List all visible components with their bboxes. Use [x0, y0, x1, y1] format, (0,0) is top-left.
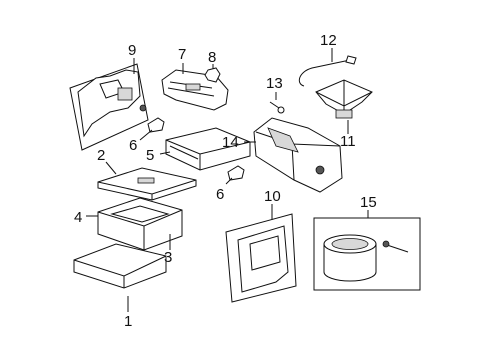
rear-sill-plate-group	[161, 63, 229, 111]
callout-6a: 6	[129, 137, 137, 154]
floor-cover-edges	[165, 139, 251, 170]
scissor-jack-base	[335, 109, 353, 119]
lug-wrench	[298, 59, 351, 87]
trunk-floor-panel	[73, 243, 167, 289]
trunk-board-handle	[137, 177, 155, 184]
side-trim-lamp	[117, 87, 133, 101]
jack-housing-cavity	[267, 127, 299, 153]
trunk-board	[97, 167, 197, 201]
side-trim-clip	[139, 104, 147, 112]
clip-group	[204, 64, 221, 83]
tie-down-bolt-group	[269, 92, 285, 114]
callout-13: 13	[266, 75, 283, 92]
storage-tray	[97, 197, 183, 251]
sealant-kit-box	[313, 217, 421, 291]
callout-10: 10	[264, 188, 281, 205]
trunk-board-group	[97, 161, 197, 201]
callout-4: 4	[74, 209, 82, 226]
callout-11: 11	[340, 133, 356, 150]
jack-housing-group	[244, 117, 343, 193]
trunk-floor-edges	[73, 255, 167, 288]
trunk-board-edges	[97, 179, 197, 200]
callout-2: 2	[97, 147, 105, 164]
callout-3: 3	[164, 249, 172, 266]
storage-tray-well	[110, 205, 170, 223]
floor-cover-group	[159, 127, 251, 171]
leader-5	[159, 151, 171, 155]
floor-cover-board	[165, 127, 251, 171]
sealant-bottle-body	[323, 244, 377, 282]
callout-14: 14	[222, 134, 239, 151]
hook-left-body	[147, 117, 165, 133]
leader-6a	[139, 129, 153, 141]
trunk-floor-group	[73, 243, 167, 312]
side-panel	[237, 225, 289, 293]
storage-tray-edges	[97, 209, 183, 250]
tie-down-bolt-head	[277, 106, 285, 114]
callout-8: 8	[208, 49, 216, 66]
sealant-valve	[382, 240, 390, 248]
callout-9: 9	[128, 42, 136, 59]
retainer-clip	[204, 67, 221, 83]
jack-housing	[253, 117, 343, 193]
callout-1: 1	[124, 313, 132, 330]
sealant-bottle-cap	[331, 238, 369, 250]
callout-5: 5	[146, 147, 154, 164]
side-trim-panel-group	[69, 58, 149, 151]
leader-6b	[225, 177, 233, 185]
hook-right-body	[227, 165, 245, 181]
callout-6b: 6	[216, 186, 224, 203]
lug-wrench-group	[298, 48, 357, 87]
lug-wrench-tip	[345, 55, 357, 65]
luggage-hook-right	[225, 165, 245, 185]
floor-cover-grip	[169, 145, 199, 160]
callout-12: 12	[320, 32, 337, 49]
callout-7: 7	[178, 46, 186, 63]
side-trim-panel	[77, 69, 141, 138]
side-panel-group	[225, 204, 297, 303]
sealant-kit-group	[313, 210, 421, 291]
scissor-jack-arms	[315, 80, 373, 114]
storage-tray-group	[86, 197, 183, 251]
luggage-hook-left	[139, 117, 165, 141]
scissor-jack-group	[315, 79, 373, 134]
leader-2	[105, 161, 117, 175]
jack-housing-bolt	[315, 165, 325, 175]
sill-latch	[185, 83, 201, 91]
callout-15: 15	[360, 194, 377, 211]
side-panel-recess	[249, 235, 281, 271]
